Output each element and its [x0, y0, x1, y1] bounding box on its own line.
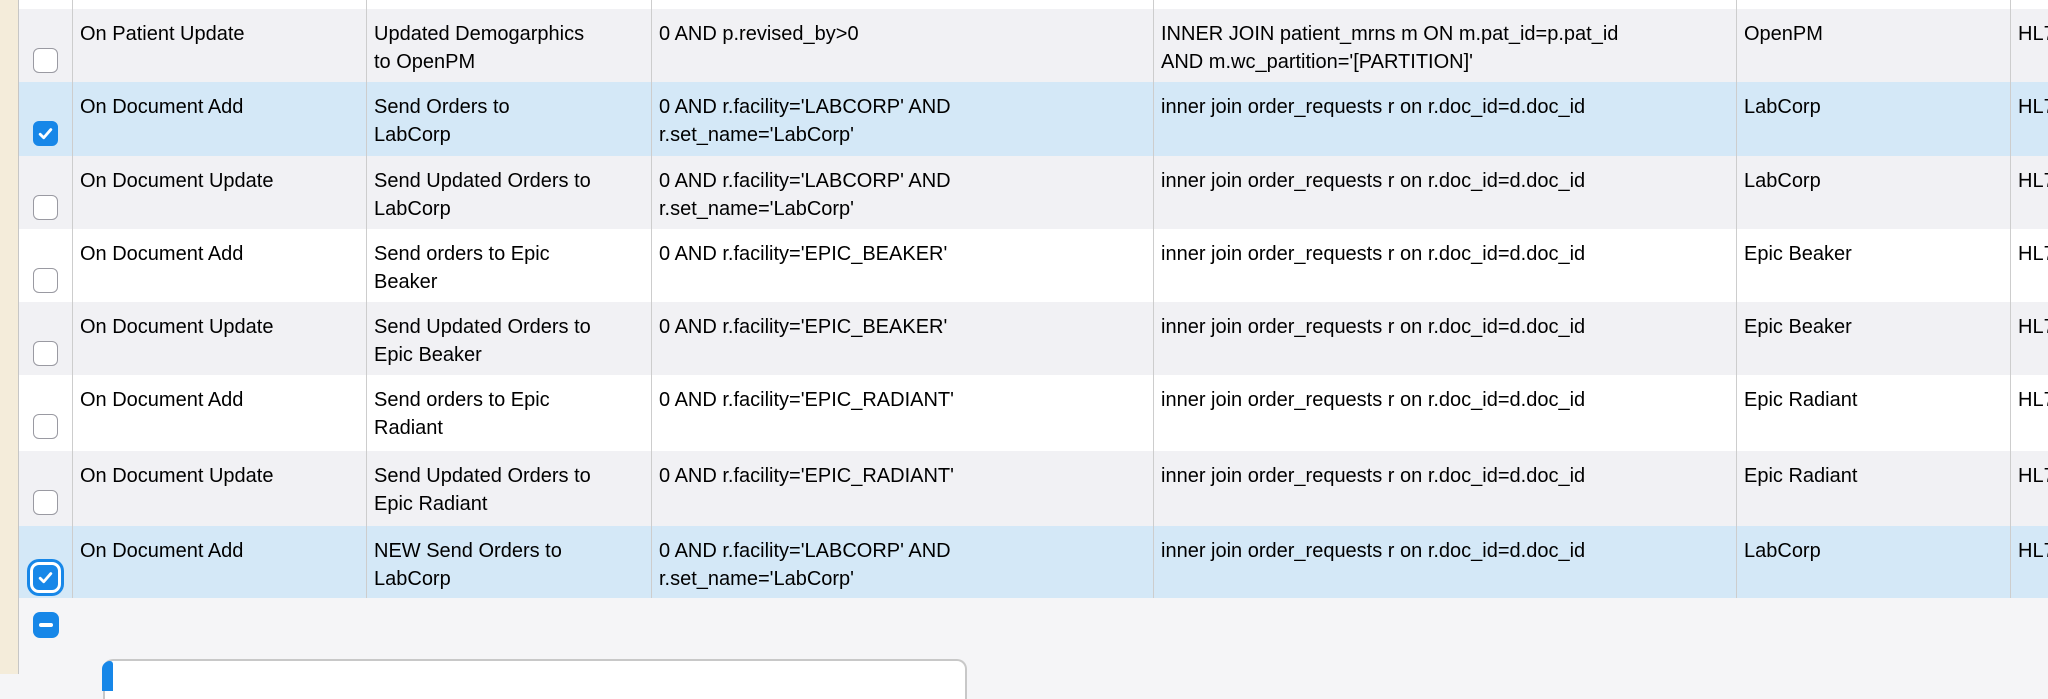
table-row[interactable]: On Document Add Send orders to Epic Radi…: [19, 375, 2048, 451]
target-cell: LabCorp: [1737, 156, 2011, 229]
join-cell: inner join order_requests r on r.doc_id=…: [1154, 526, 1737, 598]
blue-accent-bar: [102, 661, 113, 691]
partial-cell: [1154, 0, 1737, 11]
event-cell: On Document Update: [73, 451, 367, 526]
table-row[interactable]: On Patient Update Updated Demogarphics t…: [19, 9, 2048, 82]
event-cell: On Document Add: [73, 526, 367, 598]
table-row[interactable]: On Document Update Send Updated Orders t…: [19, 156, 2048, 229]
check-icon: [38, 128, 53, 140]
table-row[interactable]: On Document Add Send Orders to LabCorp 0…: [19, 82, 2048, 156]
protocol-cell: HL7: [2011, 451, 2048, 526]
protocol-cell: HL7: [2011, 375, 2048, 451]
partial-cell: [367, 0, 652, 11]
event-cell: On Document Add: [73, 229, 367, 302]
table-row-partial: [19, 0, 2048, 11]
name-cell: Updated Demogarphics to OpenPM: [367, 9, 652, 82]
condition-cell: 0 AND r.facility='EPIC_BEAKER': [652, 229, 1154, 302]
event-cell: On Document Add: [73, 82, 367, 156]
event-cell: On Document Update: [73, 156, 367, 229]
join-cell: INNER JOIN patient_mrns m ON m.pat_id=p.…: [1154, 9, 1737, 82]
name-cell: Send Orders to LabCorp: [367, 82, 652, 156]
table-row[interactable]: On Document Update Send Updated Orders t…: [19, 302, 2048, 375]
row-checkbox[interactable]: [33, 341, 58, 366]
protocol-cell: HL7: [2011, 82, 2048, 156]
protocol-cell: HL7: [2011, 229, 2048, 302]
partial-cell: [652, 0, 1154, 11]
row-checkbox[interactable]: [33, 490, 58, 515]
partial-cell: [1737, 0, 2011, 11]
name-cell: Send Updated Orders to LabCorp: [367, 156, 652, 229]
condition-cell: 0 AND p.revised_by>0: [652, 9, 1154, 82]
table-row[interactable]: On Document Add Send orders to Epic Beak…: [19, 229, 2048, 302]
select-cell: [19, 229, 73, 302]
name-cell: NEW Send Orders to LabCorp: [367, 526, 652, 598]
rules-table: On Patient Update Updated Demogarphics t…: [19, 0, 2048, 598]
table-row[interactable]: On Document Update Send Updated Orders t…: [19, 451, 2048, 526]
protocol-cell: HL7: [2011, 526, 2048, 598]
event-cell: On Patient Update: [73, 9, 367, 82]
target-cell: Epic Beaker: [1737, 229, 2011, 302]
join-cell: inner join order_requests r on r.doc_id=…: [1154, 82, 1737, 156]
select-cell: [19, 526, 73, 598]
target-cell: OpenPM: [1737, 9, 2011, 82]
join-cell: inner join order_requests r on r.doc_id=…: [1154, 451, 1737, 526]
table-row[interactable]: On Document Add NEW Send Orders to LabCo…: [19, 526, 2048, 598]
target-cell: LabCorp: [1737, 526, 2011, 598]
row-checkbox[interactable]: [33, 48, 58, 73]
bottom-panel: [103, 659, 967, 699]
protocol-cell: HL7: [2011, 156, 2048, 229]
target-cell: Epic Beaker: [1737, 302, 2011, 375]
condition-cell: 0 AND r.facility='EPIC_RADIANT': [652, 375, 1154, 451]
join-cell: inner join order_requests r on r.doc_id=…: [1154, 229, 1737, 302]
condition-cell: 0 AND r.facility='LABCORP' AND r.set_nam…: [652, 156, 1154, 229]
condition-cell: 0 AND r.facility='EPIC_BEAKER': [652, 302, 1154, 375]
join-cell: inner join order_requests r on r.doc_id=…: [1154, 302, 1737, 375]
join-cell: inner join order_requests r on r.doc_id=…: [1154, 156, 1737, 229]
name-cell: Send Updated Orders to Epic Radiant: [367, 451, 652, 526]
select-cell: [19, 9, 73, 82]
row-checkbox[interactable]: [33, 414, 58, 439]
select-cell: [19, 82, 73, 156]
row-checkbox[interactable]: [33, 565, 58, 590]
event-cell: On Document Add: [73, 375, 367, 451]
name-cell: Send orders to Epic Radiant: [367, 375, 652, 451]
protocol-cell: HL7: [2011, 302, 2048, 375]
select-cell: [19, 375, 73, 451]
minus-icon: [39, 623, 53, 627]
target-cell: Epic Radiant: [1737, 451, 2011, 526]
row-checkbox[interactable]: [33, 121, 58, 146]
partial-cell: [73, 0, 367, 11]
row-checkbox[interactable]: [33, 268, 58, 293]
select-cell: [19, 302, 73, 375]
target-cell: LabCorp: [1737, 82, 2011, 156]
protocol-cell: HL7: [2011, 9, 2048, 82]
name-cell: Send Updated Orders to Epic Beaker: [367, 302, 652, 375]
left-margin-strip: [0, 0, 19, 674]
join-cell: inner join order_requests r on r.doc_id=…: [1154, 375, 1737, 451]
select-cell: [19, 451, 73, 526]
check-icon: [38, 572, 53, 584]
condition-cell: 0 AND r.facility='LABCORP' AND r.set_nam…: [652, 82, 1154, 156]
condition-cell: 0 AND r.facility='LABCORP' AND r.set_nam…: [652, 526, 1154, 598]
row-checkbox[interactable]: [33, 195, 58, 220]
partial-cell: [19, 0, 73, 11]
event-cell: On Document Update: [73, 302, 367, 375]
target-cell: Epic Radiant: [1737, 375, 2011, 451]
select-cell: [19, 156, 73, 229]
condition-cell: 0 AND r.facility='EPIC_RADIANT': [652, 451, 1154, 526]
remove-row-button[interactable]: [33, 612, 59, 638]
name-cell: Send orders to Epic Beaker: [367, 229, 652, 302]
